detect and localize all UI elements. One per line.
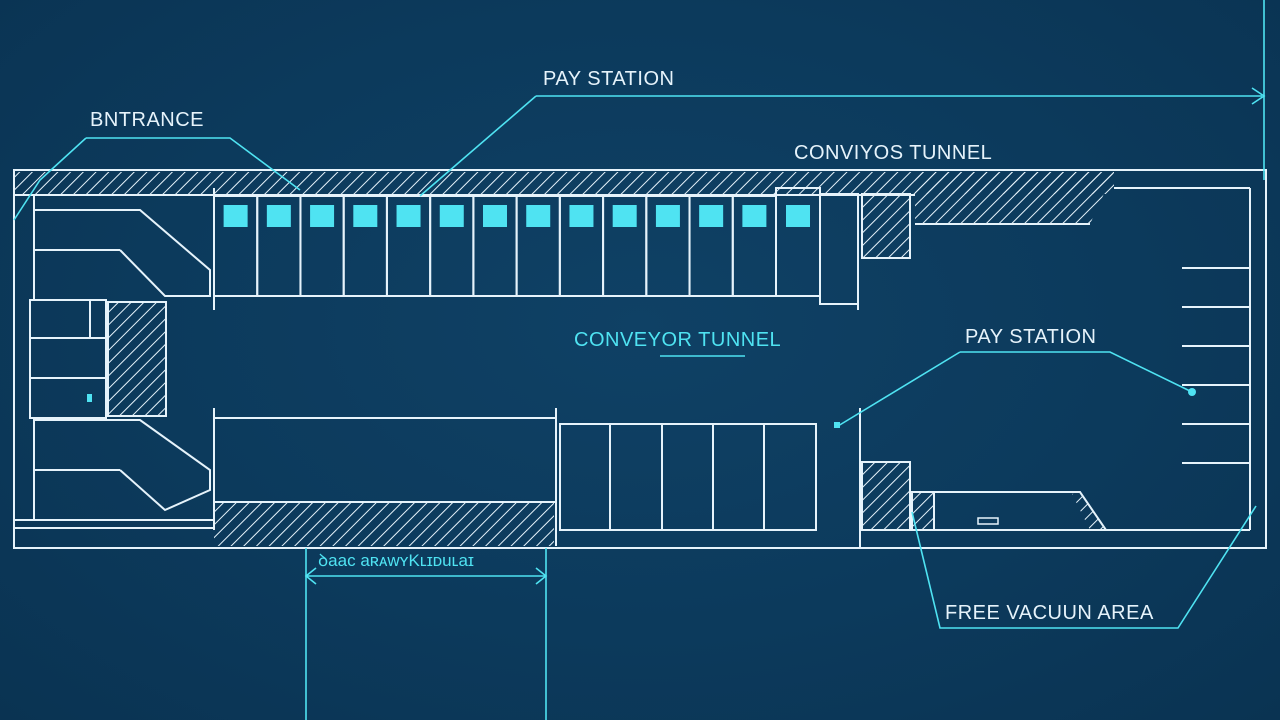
building-outline — [13, 169, 1267, 549]
bay-indicator-light — [483, 205, 507, 227]
bottom-wall-left — [13, 519, 215, 529]
conveyor-tunnel-top-label: CONVIYOS TUNNEL — [794, 142, 993, 164]
bay-indicator-light — [655, 205, 680, 227]
left-hatch-column — [107, 301, 167, 417]
top-wall-hatch-end — [915, 172, 1114, 224]
bay-indicator-light — [266, 205, 291, 227]
parking-stripes — [1182, 267, 1250, 464]
pay-station-top-leader — [419, 95, 537, 197]
right-hatch-block — [861, 461, 911, 531]
bay-indicator-light — [742, 205, 767, 227]
bottom-wall-hatch — [214, 502, 554, 546]
bay-indicator-light — [223, 205, 248, 227]
entrance-leader-2 — [13, 137, 87, 221]
entrance-lane-bottom — [34, 419, 211, 512]
conveyor-bays-top — [213, 195, 810, 297]
entrance-leader — [86, 137, 301, 191]
bay-indicator-light — [699, 205, 724, 227]
pay-station-right-label: PAY STATION — [965, 326, 1097, 348]
top-wall-hatch — [14, 172, 1114, 194]
bay-indicator-light — [612, 205, 637, 227]
lower-bays — [559, 423, 817, 531]
pay-station-top-label: PAY STATION — [543, 68, 675, 90]
bay-indicator-light — [786, 205, 810, 227]
vacuum-leader — [911, 505, 1257, 629]
bay-indicator-light — [439, 205, 464, 227]
top-wall-hatch-block — [861, 193, 911, 259]
entrance-label: BNTRANCE — [90, 109, 205, 131]
bay-indicator-light — [569, 205, 594, 227]
bay-indicator-light — [353, 205, 378, 227]
free-vacuum-area-label: FREE VACUUN AREA — [945, 602, 1154, 624]
bay-indicator-light — [396, 205, 421, 227]
dimension-label: ꝺaaᴄ aʀᴀwʏKʟɪᴅuʟaɪ — [318, 551, 474, 570]
lower-tunnel-block — [213, 417, 557, 503]
pay-station-right-leader — [960, 351, 1193, 393]
entrance-lane-top — [34, 209, 211, 297]
bay-indicator-light — [310, 205, 335, 227]
conveyor-tunnel-center-label: CONVEYOR TUNNEL — [574, 329, 782, 351]
left-booth — [29, 299, 107, 419]
bay-indicator-light — [526, 205, 551, 227]
